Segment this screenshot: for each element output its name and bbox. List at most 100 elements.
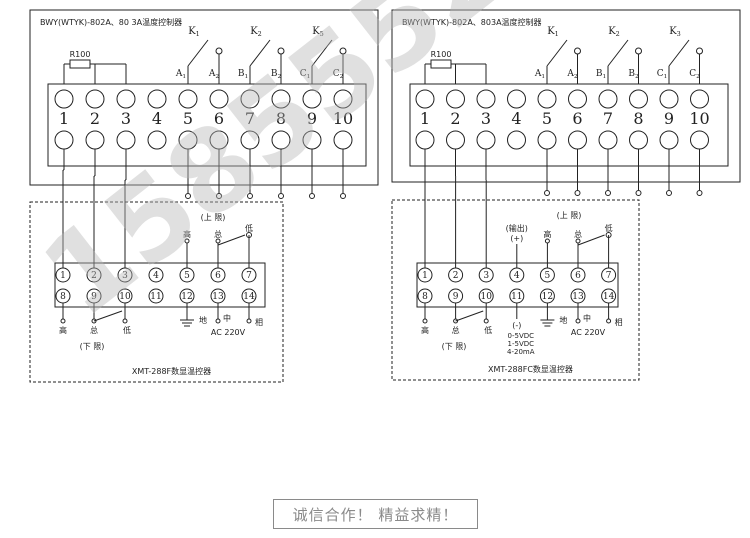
- controller-terminal-number: 10: [689, 109, 709, 128]
- upper-switch-blade: [577, 234, 605, 246]
- xmt-terminal-top-number: 4: [153, 271, 159, 281]
- output-plus-label: (+): [510, 234, 523, 243]
- controller-box: [391, 9, 741, 183]
- contact-label-b1: B1: [596, 69, 606, 80]
- xmt-terminal-strip: [54, 262, 266, 308]
- contact-label-c2: C2: [333, 69, 344, 80]
- xmt-terminal-top-number: 5: [545, 271, 551, 281]
- contact-label-b2: B2: [628, 69, 639, 80]
- xmt-terminal-bottom: [148, 288, 164, 304]
- xmt-terminal-bottom-number: 8: [422, 292, 428, 302]
- upper-gao-label: 高: [543, 229, 551, 239]
- upper-zong-end: [575, 238, 581, 244]
- lower-gao-label: 高: [421, 325, 429, 335]
- contact-point: [635, 47, 642, 55]
- controller-box: [29, 9, 379, 186]
- controller-terminal-bottom: [302, 130, 322, 150]
- controller-terminal-top: [209, 89, 229, 109]
- upper-zong-end: [215, 238, 221, 244]
- output-stub-end: [635, 190, 642, 196]
- controller-terminal-bottom: [240, 130, 260, 150]
- output-range-label: 1-5VDC: [508, 340, 535, 348]
- xmt-terminal-top: [148, 267, 164, 283]
- contact-point: [574, 47, 581, 55]
- controller-terminal-top: [178, 89, 198, 109]
- controller-terminal-bottom: [476, 130, 496, 150]
- controller-title: BWY(WTYK)-802A、803A温度控制器: [402, 17, 542, 27]
- footer-slogan: 诚信合作！ 精益求精！: [273, 499, 478, 529]
- output-stub-end: [340, 193, 346, 199]
- contact-label-b2: B2: [271, 69, 282, 80]
- ground-label: 地: [199, 315, 207, 325]
- lower-zong-label: 总: [90, 325, 98, 335]
- contact-label-c1: C1: [300, 69, 311, 80]
- contact-label-a1: A1: [175, 69, 186, 80]
- lower-switch-blade: [93, 310, 123, 322]
- controller-terminal-top: [271, 89, 291, 109]
- xmt-terminal-bottom-number: 11: [150, 292, 161, 302]
- xmt-box: [391, 199, 640, 381]
- contact-point: [696, 47, 703, 55]
- controller-terminal-bottom: [415, 130, 435, 150]
- controller-terminal-top: [659, 89, 679, 109]
- xmt-model-label: XMT-288FC数显温控器: [488, 364, 573, 374]
- xmt-terminal-top-number: 7: [606, 271, 612, 281]
- output-stub-end: [666, 190, 672, 196]
- lower-limit-label: (下 限): [80, 342, 105, 351]
- ac-voltage-label: AC 220V: [211, 328, 246, 337]
- phase-label: 相: [615, 317, 623, 327]
- controller-terminal-bottom: [446, 130, 465, 150]
- controller-terminal-bottom: [147, 130, 167, 150]
- upper-zong-label: 总: [214, 229, 222, 239]
- lower-zong-label: 总: [452, 325, 460, 335]
- upper-gao-label: 高: [183, 229, 191, 239]
- neutral-label: 中: [223, 313, 231, 323]
- ac-voltage-label: AC 220V: [571, 328, 606, 337]
- xmt-terminal-top-number: 4: [514, 271, 520, 281]
- switch-label-k5: K5: [312, 26, 324, 38]
- resistor-label: R100: [70, 50, 91, 59]
- lower-gao-label: 高: [59, 325, 67, 335]
- controller-terminal-number: 9: [307, 109, 317, 128]
- controller-terminal-number: 7: [245, 109, 255, 128]
- contact-blade: [187, 39, 209, 67]
- neutral-end: [575, 318, 581, 324]
- switch-label-k3: K3: [669, 26, 681, 38]
- controller-terminal-top: [302, 89, 322, 109]
- controller-terminal-number: 4: [152, 109, 162, 128]
- contact-label-c1: C1: [657, 69, 668, 80]
- output-range-label: 0-5VDC: [508, 332, 535, 340]
- xmt-terminal-bottom-number: 12: [542, 292, 553, 302]
- controller-terminal-number: 2: [90, 109, 100, 128]
- lower-di-label: 低: [123, 325, 131, 335]
- xmt-terminal-top-number: 1: [422, 271, 428, 281]
- terminal-strip: [409, 83, 729, 167]
- xmt-box: [29, 201, 284, 383]
- controller-terminal-number: 1: [420, 109, 430, 128]
- controller-terminal-bottom: [85, 130, 105, 150]
- lower-gao-end: [60, 318, 66, 324]
- controller-terminal-number: 7: [603, 109, 613, 128]
- controller-terminal-top: [568, 89, 587, 109]
- upper-di-label: 低: [605, 223, 613, 233]
- controller-terminal-bottom: [54, 130, 74, 150]
- lower-limit-label: (下 限): [442, 342, 467, 351]
- lower-di-label: 低: [484, 325, 492, 335]
- output-stub-end: [605, 190, 611, 196]
- contact-label-a2: A2: [208, 69, 220, 80]
- contact-blade: [668, 39, 690, 67]
- contact-label-b1: B1: [238, 69, 248, 80]
- xmt-terminal-bottom-number: 13: [212, 292, 224, 302]
- upper-gao-end: [184, 238, 190, 244]
- controller-terminal-top: [598, 89, 618, 109]
- switch-label-k1: K1: [547, 26, 559, 38]
- lower-di-end: [122, 318, 128, 324]
- ground-symbol: [180, 315, 194, 327]
- xmt-terminal-bottom-number: 14: [243, 292, 255, 302]
- xmt-terminal-bottom-number: 9: [91, 292, 97, 302]
- controller-terminal-number: 5: [542, 109, 552, 128]
- controller-terminal-top: [415, 89, 435, 109]
- controller-terminal-number: 5: [183, 109, 193, 128]
- xmt-terminal-top-number: 6: [215, 271, 221, 281]
